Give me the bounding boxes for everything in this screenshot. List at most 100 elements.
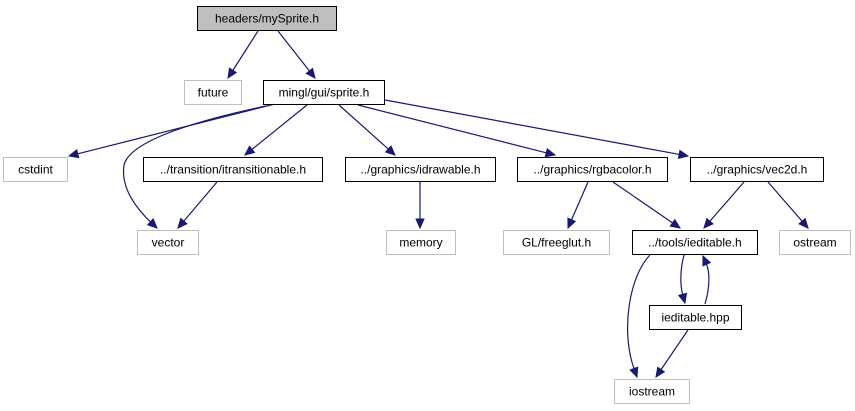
edge-line: [182, 181, 218, 223]
node-box: [649, 305, 742, 330]
edge-line: [767, 181, 804, 223]
arrow-head: [655, 366, 666, 379]
node-label: ieditable.hpp: [661, 311, 729, 325]
nodes-layer: headers/mySprite.h future mingl/gui/sprite…: [3, 6, 851, 404]
node-box: [386, 230, 456, 255]
edge-root-to-future: [227, 30, 259, 80]
node-box: [503, 230, 610, 255]
node-label: ostream: [793, 236, 836, 250]
arrow-head: [567, 217, 577, 230]
node-box: [3, 157, 68, 182]
node-ieditable_hpp[interactable]: ieditable.hpp: [649, 305, 742, 330]
node-box: [263, 80, 385, 105]
edge-sprite-to-vector: [122, 105, 267, 229]
edge-sprite-to-rgbacolor: [357, 104, 557, 158]
node-box: [143, 157, 323, 182]
node-label: vector: [152, 236, 185, 250]
node-ieditable_h[interactable]: ../tools/ieditable.h: [632, 230, 758, 255]
node-idrawable[interactable]: ../graphics/idrawable.h: [345, 157, 496, 182]
edge-line: [570, 181, 589, 221]
node-box: [517, 157, 668, 182]
node-box: [632, 230, 758, 255]
node-box: [137, 230, 199, 255]
edge-vec2d-to-ieditable_h: [703, 181, 745, 229]
edge-ieditable_h-to-ieditable_hpp: [677, 254, 688, 305]
edge-root-to-sprite: [277, 30, 316, 79]
edge-itransitionable-to-vector: [177, 181, 218, 229]
node-label: ../tools/ieditable.h: [648, 236, 741, 250]
edge-sprite-to-idrawable: [338, 104, 396, 156]
edge-line: [660, 329, 689, 371]
edge-line: [76, 103, 276, 155]
arrow-head: [702, 254, 712, 267]
edge-line: [704, 263, 710, 305]
node-cstdint: cstdint: [3, 157, 68, 182]
node-label: future: [198, 86, 229, 100]
edge-vec2d-to-ostream: [767, 181, 809, 229]
arrow-head: [629, 366, 639, 379]
edge-line: [612, 181, 674, 224]
node-label: ../transition/itransitionable.h: [160, 163, 306, 177]
node-label: ../graphics/vec2d.h: [707, 163, 808, 177]
node-label: mingl/gui/sprite.h: [279, 86, 370, 100]
node-vector: vector: [137, 230, 199, 255]
arrow-head: [798, 217, 809, 229]
arrow-head: [415, 218, 425, 230]
node-rgbacolor[interactable]: ../graphics/rgbacolor.h: [517, 157, 668, 182]
arrow-head: [384, 145, 396, 156]
edge-ieditable_h-to-iostream: [626, 254, 651, 379]
node-iostream: iostream: [614, 379, 690, 404]
edges-layer: [67, 30, 809, 379]
node-label: cstdint: [18, 163, 53, 177]
arrow-head: [227, 67, 238, 80]
node-label: iostream: [629, 385, 675, 399]
node-future: future: [184, 80, 242, 105]
edge-line: [338, 104, 390, 151]
edge-line: [680, 254, 685, 296]
edge-sprite-to-itransitionable: [244, 104, 308, 156]
arrow-head: [544, 148, 557, 158]
node-freeglut: GL/freeglut.h: [503, 230, 610, 255]
node-memory: memory: [386, 230, 456, 255]
arrow-head: [677, 292, 688, 305]
edge-line: [357, 104, 548, 154]
node-box: [614, 379, 690, 404]
edge-line: [250, 104, 308, 151]
arrow-head: [67, 149, 80, 159]
arrow-head: [305, 67, 316, 79]
node-box: [345, 157, 496, 182]
edge-line: [384, 99, 681, 156]
edge-line: [626, 254, 651, 370]
node-box: [184, 80, 242, 105]
node-box: [690, 157, 824, 182]
edge-line: [708, 181, 745, 223]
arrow-head: [177, 217, 188, 229]
arrow-head: [146, 218, 158, 229]
node-ostream: ostream: [779, 230, 851, 255]
edge-rgbacolor-to-ieditable_h: [612, 181, 682, 229]
node-itransitionable[interactable]: ../transition/itransitionable.h: [143, 157, 323, 182]
node-root[interactable]: headers/mySprite.h: [197, 6, 337, 31]
edge-ieditable_hpp-to-iostream: [655, 329, 689, 379]
arrow-head: [703, 217, 714, 229]
node-label: memory: [399, 236, 442, 250]
node-sprite[interactable]: mingl/gui/sprite.h: [263, 80, 385, 105]
edge-rgbacolor-to-freeglut: [567, 181, 589, 230]
arrow-head: [677, 149, 690, 159]
node-box: [197, 6, 337, 31]
arrow-head: [669, 218, 682, 229]
edge-line: [122, 105, 267, 223]
node-label: ../graphics/rgbacolor.h: [533, 163, 651, 177]
edge-line: [277, 30, 311, 73]
node-label: headers/mySprite.h: [215, 12, 319, 26]
arrow-head: [244, 145, 256, 156]
node-label: GL/freeglut.h: [522, 236, 591, 250]
edge-line: [231, 30, 259, 72]
node-vec2d[interactable]: ../graphics/vec2d.h: [690, 157, 824, 182]
edge-ieditable_hpp-to-ieditable_h: [702, 254, 712, 305]
edge-sprite-to-vec2d: [384, 99, 690, 159]
edge-idrawable-to-memory: [415, 182, 425, 230]
edge-sprite-to-cstdint: [67, 103, 276, 159]
node-label: ../graphics/idrawable.h: [360, 163, 480, 177]
